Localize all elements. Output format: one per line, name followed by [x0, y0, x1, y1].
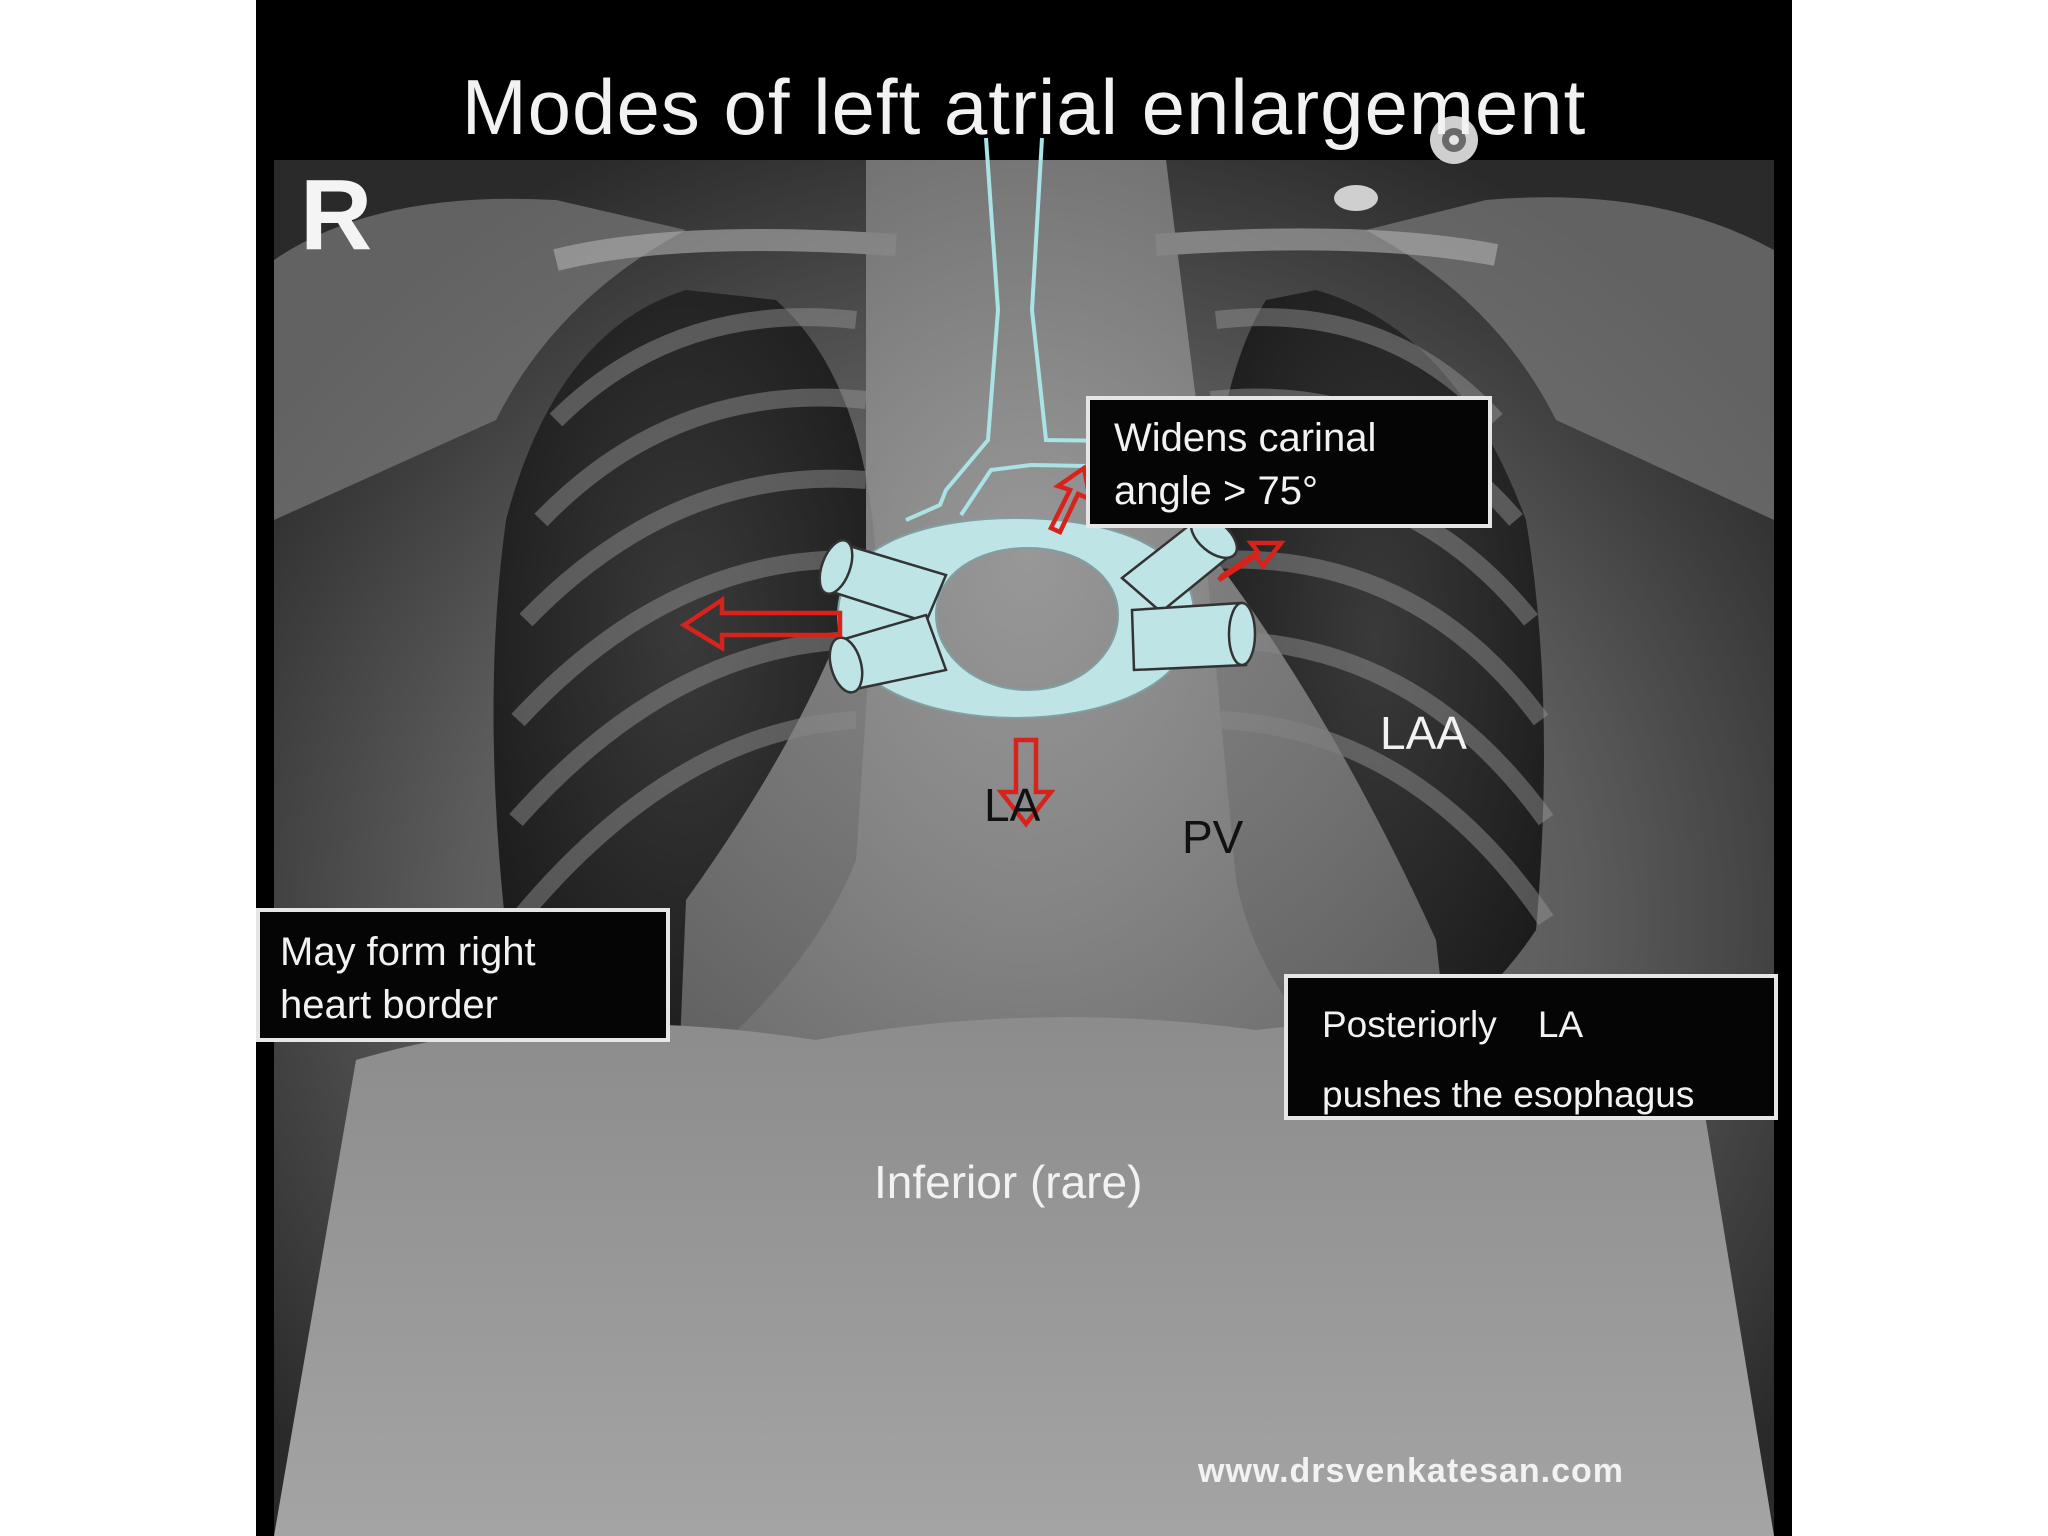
- ecg-electrode: [1430, 116, 1478, 164]
- right-heart-border-box: May form right heart border: [256, 908, 670, 1042]
- abdomen: [274, 1017, 1774, 1536]
- shoulder-left: [274, 198, 686, 520]
- arrow-laa: [1217, 540, 1286, 582]
- clavicle-left: [1155, 228, 1499, 266]
- inferior-label: Inferior (rare): [874, 1156, 1143, 1208]
- carinal-line-2: angle > 75°: [1114, 469, 1318, 513]
- side-marker: R: [300, 159, 373, 271]
- carinal-line-1: Widens carinal: [1114, 416, 1377, 460]
- page-title: Modes of left atrial enlargement: [461, 63, 1587, 151]
- pv-label: PV: [1182, 811, 1244, 863]
- arrow-left: [679, 595, 843, 652]
- clavicle-right: [553, 229, 897, 271]
- la-label: LA: [984, 779, 1041, 831]
- arrow-down: [996, 737, 1056, 828]
- laa-label: LAA: [1380, 707, 1467, 759]
- shoulder-right: [1366, 197, 1774, 520]
- posterior-line-1: Posteriorly LA: [1322, 1004, 1584, 1045]
- ecg-electrode: [1334, 185, 1378, 211]
- website-watermark: www.drsvenkatesan.com: [1198, 1452, 1625, 1490]
- posterior-box: Posteriorly LA pushes the esophagus: [1284, 974, 1778, 1120]
- right-border-line-2: heart border: [280, 983, 498, 1027]
- carinal-angle-box: Widens carinal angle > 75°: [1086, 396, 1492, 528]
- posterior-line-2: pushes the esophagus: [1322, 1074, 1695, 1115]
- mediastinum: [676, 160, 1456, 1140]
- slide-canvas: Modes of left atrial enlargement R Widen…: [256, 0, 1792, 1536]
- right-border-line-1: May form right: [280, 930, 536, 974]
- chest-xray-image: [274, 116, 1774, 1536]
- arrows: [679, 464, 1286, 828]
